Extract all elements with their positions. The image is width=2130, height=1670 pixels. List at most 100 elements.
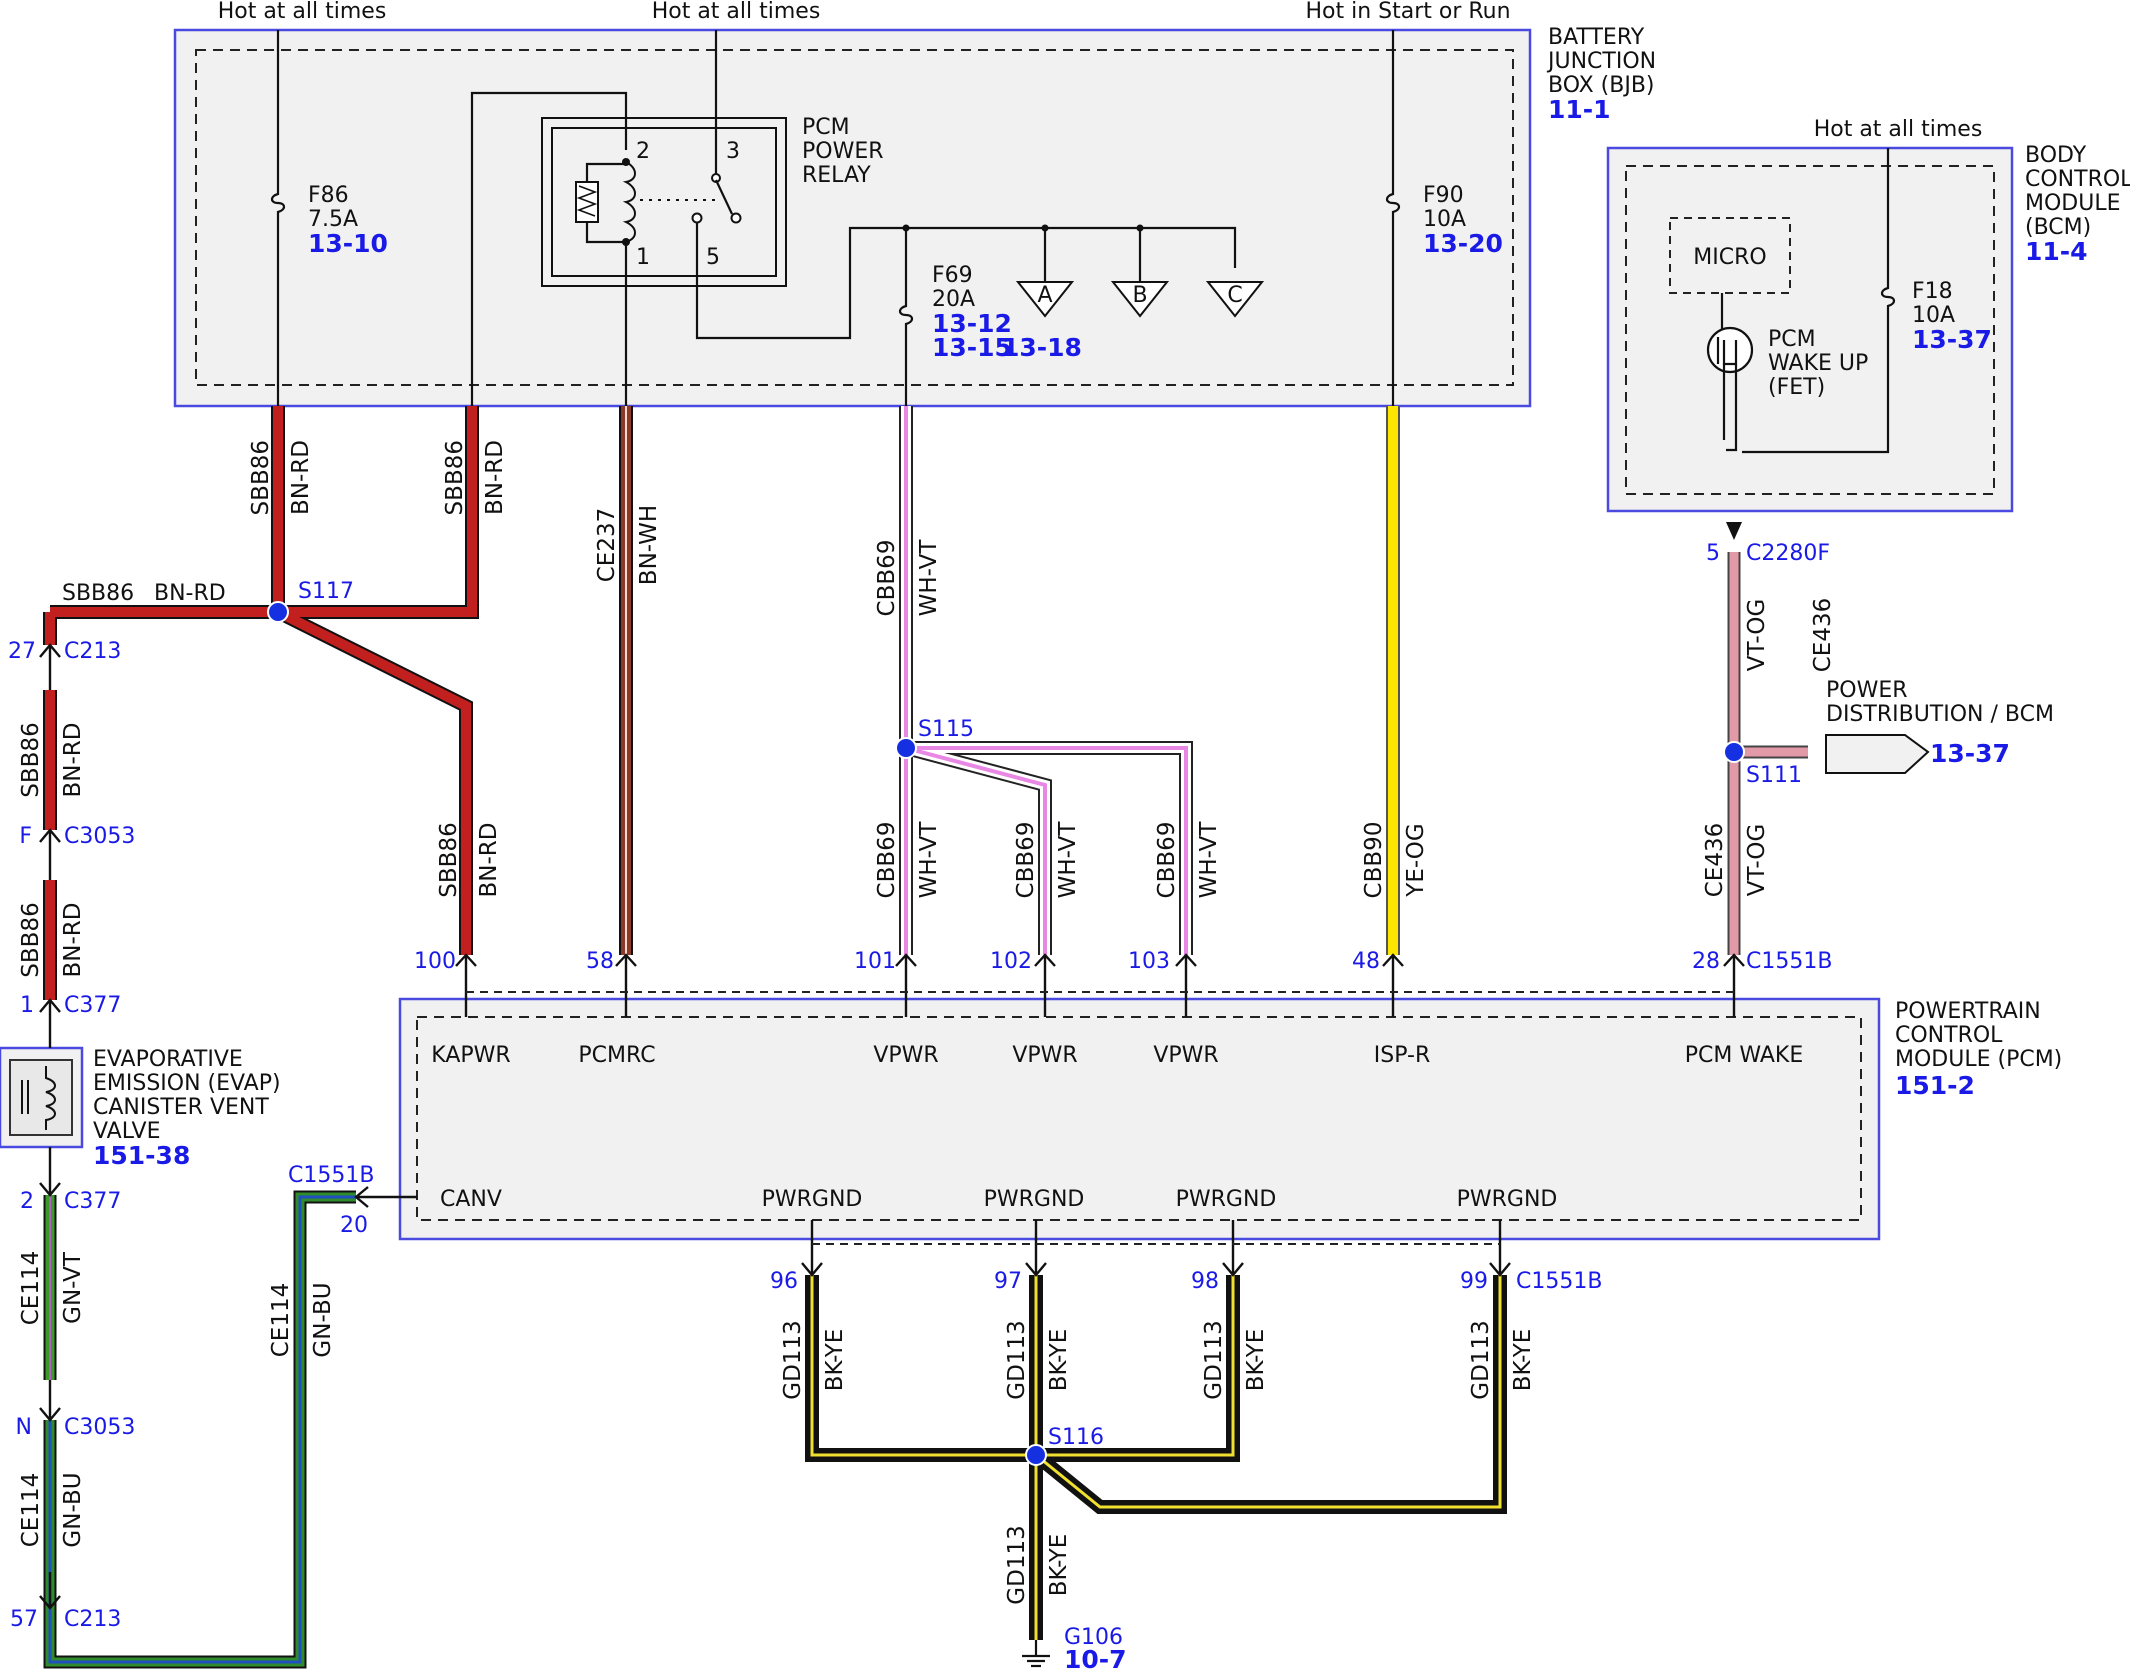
supply-label-f90: Hot in Start or Run xyxy=(1305,0,1510,24)
svg-text:RELAY: RELAY xyxy=(802,163,871,188)
bjb-ref-link[interactable]: 11-1 xyxy=(1548,95,1611,124)
svg-text:BN-RD: BN-RD xyxy=(476,823,502,898)
svg-text:PCMRC: PCMRC xyxy=(578,1043,655,1068)
svg-text:C1551B: C1551B xyxy=(1516,1269,1602,1294)
svg-text:7.5A: 7.5A xyxy=(308,207,358,232)
f18-ref-link[interactable]: 13-37 xyxy=(1912,325,1992,354)
svg-text:VPWR: VPWR xyxy=(1012,1043,1077,1068)
bcm-title: BODY CONTROL MODULE (BCM) 11-4 xyxy=(2025,143,2130,266)
svg-text:C3053: C3053 xyxy=(64,1415,135,1440)
f69-ref-link-1[interactable]: 13-12 xyxy=(932,309,1012,338)
f86-ref-link[interactable]: 13-10 xyxy=(308,229,388,258)
svg-text:VPWR: VPWR xyxy=(1153,1043,1218,1068)
svg-text:BN-RD: BN-RD xyxy=(482,440,508,515)
svg-text:3: 3 xyxy=(726,139,740,164)
svg-text:100: 100 xyxy=(414,949,456,974)
svg-text:99: 99 xyxy=(1460,1269,1488,1294)
fuse-f86-label: F86 7.5A 13-10 xyxy=(308,183,388,258)
wire-gd113 xyxy=(805,1275,1507,1640)
svg-text:27: 27 xyxy=(8,639,36,664)
svg-text:C1551B: C1551B xyxy=(288,1163,374,1188)
power-distribution-title: POWER DISTRIBUTION / BCM 13-37 xyxy=(1826,678,2054,768)
svg-text:SBB86: SBB86 xyxy=(18,902,44,977)
splice-s117-label: S117 xyxy=(298,579,354,604)
svg-text:VPWR: VPWR xyxy=(873,1043,938,1068)
svg-text:WH-VT: WH-VT xyxy=(916,539,942,617)
pcm-ref-link[interactable]: 151-2 xyxy=(1895,1071,1975,1100)
svg-text:GN-BU: GN-BU xyxy=(310,1282,336,1357)
svg-text:G106: G106 xyxy=(1064,1625,1123,1650)
svg-text:2: 2 xyxy=(636,139,650,164)
svg-text:BATTERY: BATTERY xyxy=(1548,25,1645,50)
svg-text:PCM WAKE: PCM WAKE xyxy=(1685,1043,1804,1068)
offpage-connector-a: A xyxy=(1015,281,1075,318)
svg-text:YE-OG: YE-OG xyxy=(1403,823,1429,897)
svg-text:97: 97 xyxy=(994,1269,1022,1294)
svg-text:BOX (BJB): BOX (BJB) xyxy=(1548,73,1655,98)
svg-text:F86: F86 xyxy=(308,183,349,208)
bcm-internals xyxy=(1669,148,1890,540)
power-distribution-ref-link[interactable]: 13-37 xyxy=(1930,739,2010,768)
body-control-module xyxy=(1606,146,2014,513)
pcm-pin-labels: KAPWR PCMRC VPWR VPWR VPWR ISP-R PCM WAK… xyxy=(431,1043,1803,1212)
svg-text:PWRGND: PWRGND xyxy=(1176,1187,1277,1212)
svg-text:CONTROL: CONTROL xyxy=(1895,1023,2003,1048)
svg-text:20A: 20A xyxy=(932,287,975,312)
svg-text:GD113: GD113 xyxy=(1201,1320,1227,1399)
svg-text:PCM: PCM xyxy=(802,115,850,140)
svg-text:CE237: CE237 xyxy=(594,508,620,583)
svg-text:GD113: GD113 xyxy=(780,1320,806,1399)
svg-text:BODY: BODY xyxy=(2025,143,2087,168)
svg-text:GD113: GD113 xyxy=(1004,1320,1030,1399)
offpage-label-c: C xyxy=(1227,283,1242,308)
offpage-connector-b: B xyxy=(1110,281,1170,318)
pcm-power-relay xyxy=(541,117,787,287)
svg-text:CBB90: CBB90 xyxy=(1361,822,1387,899)
svg-text:CBB69: CBB69 xyxy=(1013,822,1039,899)
svg-text:BK-YE: BK-YE xyxy=(1510,1329,1536,1392)
battery-junction-box xyxy=(173,28,1532,408)
wire-label-bnrd-horizontal: BN-RD xyxy=(154,581,226,606)
c1551b-top-pins: 100 58 101 102 103 48 28 C1551B xyxy=(414,949,1832,974)
f69-ref-link-3[interactable]: 13-18 xyxy=(1002,333,1082,362)
connector-arrows xyxy=(39,643,1745,1610)
svg-text:101: 101 xyxy=(854,949,896,974)
svg-text:MODULE (PCM): MODULE (PCM) xyxy=(1895,1047,2062,1072)
fet-title: PCM WAKE UP (FET) xyxy=(1768,327,1868,400)
svg-text:POWER: POWER xyxy=(1826,678,1908,703)
svg-text:JUNCTION: JUNCTION xyxy=(1546,49,1656,74)
power-distribution-arrow-icon xyxy=(1825,734,1930,774)
svg-text:VALVE: VALVE xyxy=(93,1119,160,1144)
svg-text:28: 28 xyxy=(1692,949,1720,974)
svg-text:BN-RD: BN-RD xyxy=(60,723,86,798)
svg-text:57: 57 xyxy=(10,1607,38,1632)
f90-ref-link[interactable]: 13-20 xyxy=(1423,229,1503,258)
svg-text:GN-VT: GN-VT xyxy=(60,1251,86,1324)
bcm-ref-link[interactable]: 11-4 xyxy=(2025,237,2088,266)
svg-text:BN-RD: BN-RD xyxy=(60,903,86,978)
offpage-label-a: A xyxy=(1037,283,1052,308)
f69-ref-link-2[interactable]: 13-15 xyxy=(932,333,1012,362)
svg-text:CBB69: CBB69 xyxy=(874,540,900,617)
ground-ref-link[interactable]: 10-7 xyxy=(1064,1645,1127,1670)
svg-text:2: 2 xyxy=(20,1189,34,1214)
svg-text:96: 96 xyxy=(770,1269,798,1294)
fuse-f69-label: F69 20A 13-12 13-15 13-18 xyxy=(932,263,1082,362)
powertrain-control-module xyxy=(398,997,1881,1241)
supply-label-bcm: Hot at all times xyxy=(1814,117,1983,142)
offpage-label-b: B xyxy=(1132,283,1147,308)
bjb-internal-wiring xyxy=(276,30,1395,406)
splice-s115-label: S115 xyxy=(918,717,974,742)
svg-text:GD113: GD113 xyxy=(1468,1320,1494,1399)
svg-text:SBB86: SBB86 xyxy=(248,440,274,515)
svg-text:BK-YE: BK-YE xyxy=(1243,1329,1269,1392)
svg-text:PWRGND: PWRGND xyxy=(984,1187,1085,1212)
svg-text:10A: 10A xyxy=(1423,207,1466,232)
evap-ref-link[interactable]: 151-38 xyxy=(93,1141,190,1170)
svg-text:PCM: PCM xyxy=(1768,327,1816,352)
svg-text:F90: F90 xyxy=(1423,183,1464,208)
splice-s117 xyxy=(267,601,289,623)
wire-cbb69 xyxy=(899,406,1193,955)
relay-title: PCM POWER RELAY 2 3 1 5 xyxy=(636,115,884,270)
